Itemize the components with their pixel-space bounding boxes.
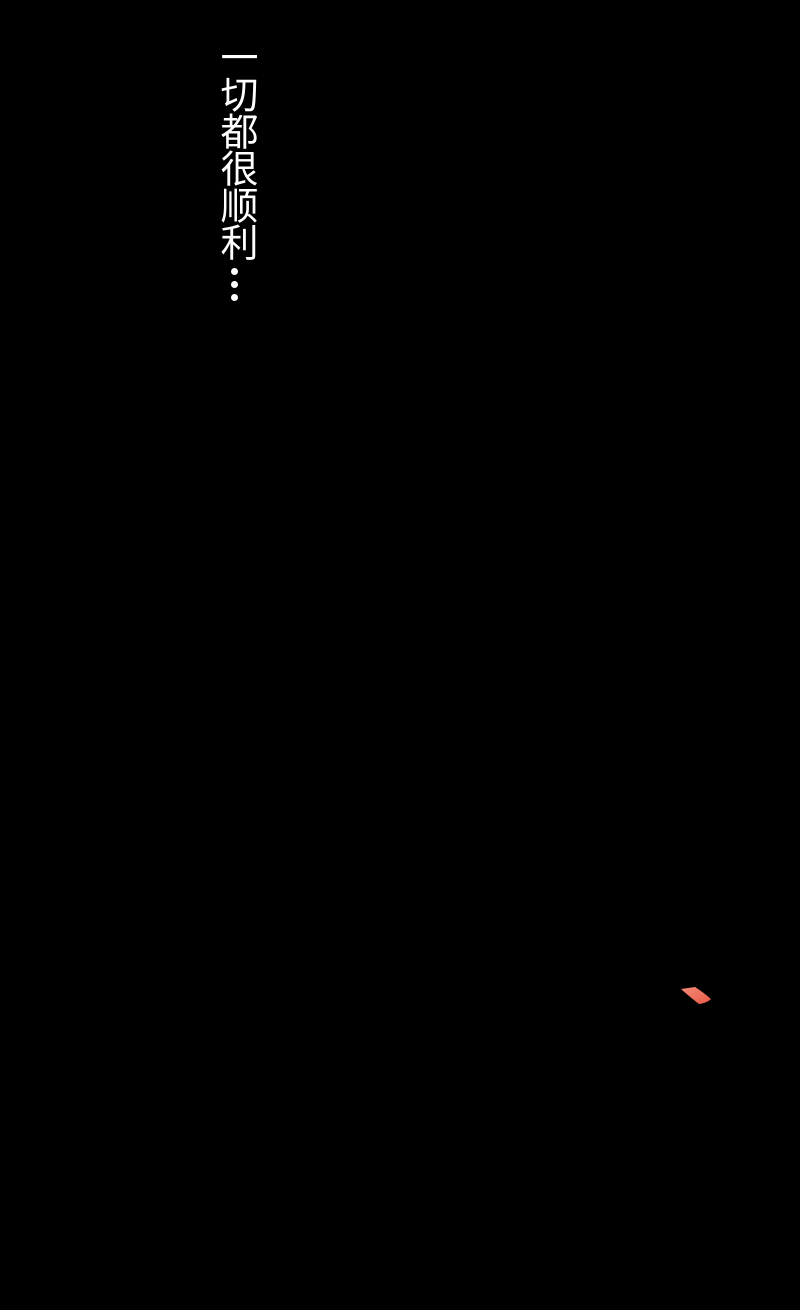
falling-petal-icon xyxy=(681,987,711,1004)
vertical-caption-text: 一切都很顺利 xyxy=(214,38,258,260)
vertical-ellipsis xyxy=(231,266,239,306)
ellipsis-dot xyxy=(231,281,238,288)
ellipsis-dot xyxy=(231,294,238,301)
ellipsis-dot xyxy=(231,268,238,275)
